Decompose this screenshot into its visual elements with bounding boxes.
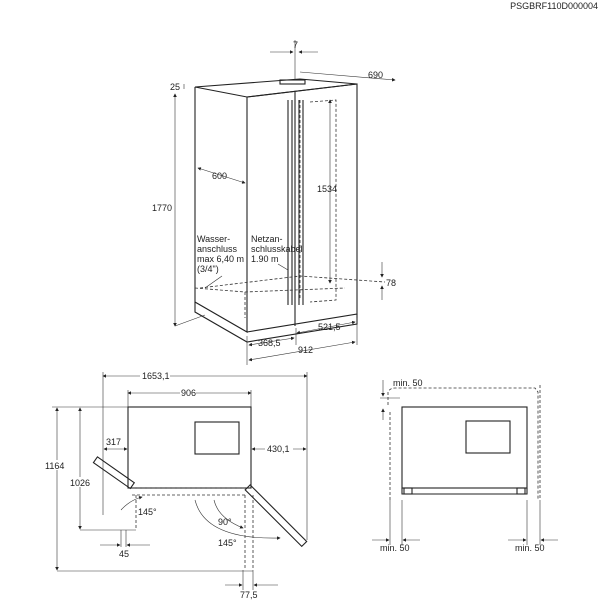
dim-plinth: 78 [386, 278, 396, 288]
dim-right: 430,1 [267, 444, 290, 454]
dim-depth-left: 1026 [70, 478, 90, 488]
top-view-door-opening: 1653,1 906 317 430,1 1164 1026 145° 90° … [44, 370, 308, 600]
cable-label-2: schlusskabel [251, 244, 303, 254]
top-hinge [279, 79, 306, 85]
clearance-dispenser-window [465, 420, 511, 454]
dim-left: 317 [106, 437, 121, 447]
drawing-code: PSGBRF110D000004 [510, 1, 598, 11]
cable-label-3: 1.90 m [251, 254, 279, 264]
dim-top: 25 [170, 82, 180, 92]
water-label-3: max 6,40 m [197, 254, 244, 264]
right-door [244, 484, 308, 548]
min-left-clearance: min. 50 [380, 543, 410, 553]
cable-label-1: Netzan- [251, 234, 283, 244]
clearance-view: min. 50 min. 50 min. 50 [372, 378, 558, 553]
cabinet-outline [127, 406, 252, 489]
dim-total-width: 1653,1 [142, 371, 170, 381]
min-top-clearance: min. 50 [393, 378, 423, 388]
cabinet-left-side [194, 87, 248, 333]
door-recess [309, 99, 337, 303]
cabinet-top [194, 78, 358, 98]
dim-right-width: 521,5 [318, 322, 341, 332]
water-label-1: Wasser- [197, 234, 230, 244]
min-right-clearance: min. 50 [515, 543, 545, 553]
dim-hinge-right: 77,5 [240, 590, 258, 600]
left-handle [287, 100, 293, 305]
dispenser-window [194, 421, 240, 455]
dim-height: 1770 [152, 203, 172, 213]
water-label-4: (3/4") [197, 264, 219, 274]
water-label-2: anschluss [197, 244, 238, 254]
clearance-cabinet [401, 406, 528, 489]
dim-cabinet-width: 906 [181, 388, 196, 398]
dim-hinge-left: 45 [119, 549, 129, 559]
angle-left: 145° [138, 507, 157, 517]
dim-depth-total: 690 [368, 70, 383, 80]
dim-door-height: 1534 [317, 184, 337, 194]
dim-width: 912 [298, 345, 313, 355]
cabinet-front [246, 83, 358, 333]
right-handle [298, 100, 304, 305]
angle-right-145: 145° [218, 538, 237, 548]
dim-depth: 600 [212, 171, 227, 181]
dim-depth-open: 1164 [45, 461, 64, 471]
angle-right-90: 90° [218, 517, 232, 527]
left-door [92, 456, 136, 490]
perspective-view: 7 690 25 1770 600 1534 78 521,5 368,5 91… [152, 40, 396, 365]
dim-gap: 7 [293, 40, 298, 50]
dim-left-width: 368,5 [258, 338, 281, 348]
